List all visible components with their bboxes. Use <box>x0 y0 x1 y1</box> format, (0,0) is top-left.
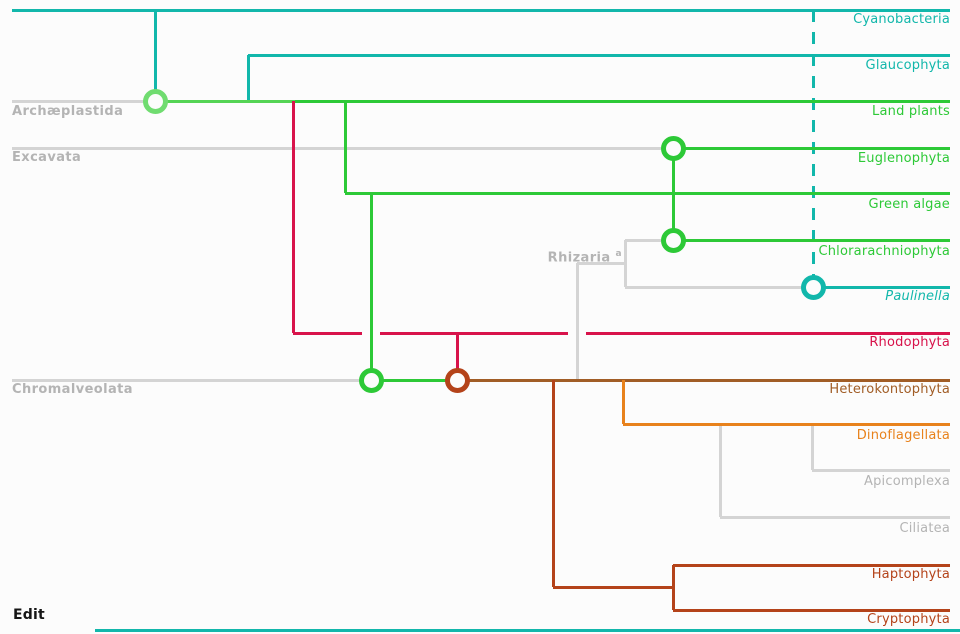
rhizaria-footnote-marker: a <box>615 249 622 259</box>
paulinella-dashed-branch <box>811 10 815 276</box>
taxon-label-glaucophyta: Glaucophyta <box>865 58 950 73</box>
taxon-label-haptophyta: Haptophyta <box>871 567 950 582</box>
rhodophyta-branch <box>291 101 295 333</box>
group-label-excavata-text: Excavata <box>12 150 82 165</box>
taxon-label-dinoflagellata: Dinoflagellata <box>856 428 950 443</box>
rhodophyta-line-b <box>380 331 568 335</box>
apicomplexa-branch <box>810 424 814 470</box>
dinoflagellata-line <box>623 422 950 426</box>
taxon-label-green-algae: Green algae <box>868 197 950 212</box>
green-algae-line <box>345 191 950 195</box>
group-label-excavata: Excavata <box>12 150 81 166</box>
heterokontophyta-line <box>468 378 950 382</box>
chlorarachniophyta-line <box>684 238 950 242</box>
group-label-rhizaria: Rhizaria a <box>548 246 622 266</box>
rhizaria-upper-line <box>625 238 661 242</box>
glaucophyta-line <box>248 53 950 57</box>
taxon-label-cryptophyta: Cryptophyta <box>867 612 950 627</box>
group-label-chromalveolata: Chromalveolata <box>12 382 133 398</box>
haptophyta-line <box>673 563 950 567</box>
taxon-label-heterokontophyta: Heterokontophyta <box>829 382 950 397</box>
hapto-crypto-stem <box>553 585 673 589</box>
ciliatea-line <box>720 515 950 519</box>
green-to-red-connector <box>382 378 446 382</box>
ciliatea-branch <box>718 424 722 517</box>
taxon-label-apicomplexa: Apicomplexa <box>863 474 950 489</box>
rhodophyta-line-a <box>293 331 362 335</box>
group-label-archaeplastida-text: Archæplastida <box>12 104 124 119</box>
green-secondary-branch <box>369 193 373 369</box>
taxon-label-ciliatea: Ciliatea <box>899 521 950 536</box>
rhizaria-stem-jog <box>577 261 625 265</box>
land-plants-line <box>295 99 950 103</box>
taxon-label-euglenophyta: Euglenophyta <box>857 151 950 166</box>
primary-endosymbiosis-branch <box>153 10 157 90</box>
apicomplexa-line <box>812 468 950 472</box>
excavata-host-line <box>12 146 661 150</box>
group-label-chromalveolata-text: Chromalveolata <box>12 382 133 397</box>
green-algae-branch <box>343 101 347 193</box>
rhizaria-bracket <box>623 240 627 287</box>
hapto-crypto-trunk <box>551 380 555 587</box>
taxon-label-rhodophyta: Rhodophyta <box>869 335 950 350</box>
rhizaria-stem <box>575 263 579 380</box>
taxon-label-land-plants: Land plants <box>872 104 950 119</box>
primary-plastid-line <box>166 99 295 103</box>
paulinella-endosymbiosis-node <box>800 274 826 300</box>
red-secondary-branch <box>455 333 459 369</box>
euglen-chlorarach-branch <box>671 159 675 229</box>
chlorarachniophyta-endosymbiosis-node <box>660 227 686 253</box>
primary-endosymbiosis-node <box>142 88 168 114</box>
dinoflagellata-branch <box>621 380 625 424</box>
bottom-border-line <box>95 628 960 632</box>
rhizaria-lower-line <box>625 285 802 289</box>
cyanobacteria-line <box>12 8 950 12</box>
group-label-archaeplastida: Archæplastida <box>12 104 123 120</box>
archaeplastida-host-line <box>12 99 144 103</box>
edit-link[interactable]: Edit <box>13 607 45 623</box>
green-secondary-endosymbiosis-node <box>358 367 384 393</box>
taxon-label-paulinella: Paulinella <box>885 289 950 304</box>
rhodophyta-line-c <box>586 331 950 335</box>
glaucophyta-branch <box>246 55 250 101</box>
euglenophyta-endosymbiosis-node <box>660 135 686 161</box>
taxon-label-cyanobacteria: Cyanobacteria <box>853 12 950 27</box>
hapto-crypto-bracket <box>671 565 675 610</box>
cryptophyta-line <box>673 608 950 612</box>
taxon-label-chlorarachniophyta: Chlorarachniophyta <box>818 244 950 259</box>
red-secondary-endosymbiosis-node <box>444 367 470 393</box>
chromalveolata-host-line <box>12 378 359 382</box>
paulinella-line <box>824 285 950 289</box>
euglenophyta-line <box>684 146 950 150</box>
group-label-rhizaria-text: Rhizaria <box>547 250 611 266</box>
